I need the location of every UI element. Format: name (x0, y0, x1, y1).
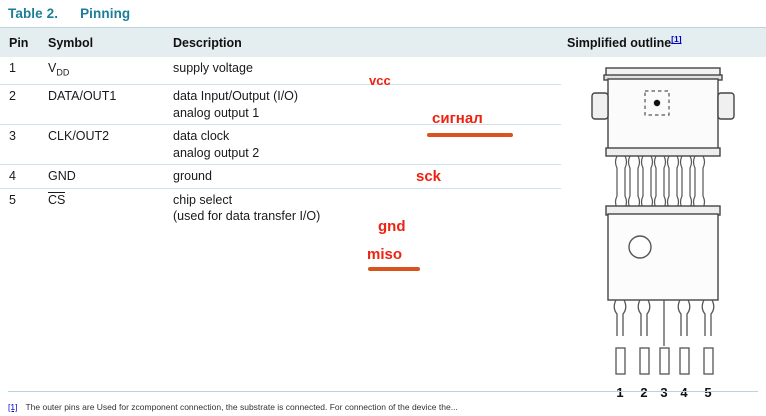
footnote-divider (8, 391, 758, 392)
package-outline-svg: 1 2 3 4 5 (591, 67, 735, 400)
cell-symbol: DATA/OUT1 (42, 84, 167, 125)
annotation-sck: sck (416, 168, 442, 185)
desc-line: ground (173, 169, 212, 183)
table-row: 5 CS chip select (used for data transfer… (0, 188, 766, 228)
desc-line: supply voltage (173, 61, 253, 75)
cell-description: supply voltage (167, 57, 561, 85)
cell-pin: 5 (0, 188, 42, 228)
symbol-overlined-text: CS (48, 191, 66, 207)
cell-symbol: VDD (42, 57, 167, 85)
cell-pin: 1 (0, 57, 42, 85)
column-header-outline-label: Simplified outline (567, 36, 672, 51)
desc-line: analog output 1 (173, 105, 260, 120)
column-header-symbol: Symbol (42, 27, 167, 57)
annotation-miso: miso (367, 246, 403, 263)
table-header-row: Pin Symbol Description Simplified outlin… (0, 27, 766, 57)
pinning-table: Pin Symbol Description Simplified outlin… (0, 27, 766, 228)
column-header-description: Description (167, 27, 561, 57)
column-header-pin: Pin (0, 27, 42, 57)
pin-label-3: 3 (660, 385, 667, 400)
column-header-outline: Simplified outline[1] (561, 27, 766, 57)
cell-pin: 2 (0, 84, 42, 125)
annotation-gnd: gnd (378, 218, 406, 235)
footnote-text: The outer pins are Used for zcomponent c… (25, 402, 458, 412)
footnote-mark[interactable]: [1] (8, 402, 18, 412)
annotation-underline-сигнал (427, 133, 513, 137)
pin-label-2: 2 (640, 385, 647, 400)
annotation-сигнал: сигнал (432, 110, 483, 127)
table-caption-text: Pinning (80, 6, 131, 21)
simplified-outline-drawing: 1 2 3 4 5 (560, 60, 766, 405)
footnote-ref-link[interactable]: [1] (671, 34, 682, 45)
desc-line: chip select (173, 192, 233, 207)
cell-description: data clock analog output 2 (167, 124, 561, 165)
symbol-subscript: DD (56, 67, 70, 78)
cell-pin: 3 (0, 124, 42, 165)
annotation-vcc: vcc (369, 73, 391, 88)
desc-line: data clock (173, 129, 230, 143)
desc-line: data Input/Output (I/O) (173, 89, 299, 103)
cell-description: chip select (used for data transfer I/O) (167, 188, 561, 228)
pin-label-1: 1 (616, 385, 623, 400)
desc-line: analog output 2 (173, 145, 260, 160)
cell-symbol: CS (42, 188, 167, 228)
cell-description: data Input/Output (I/O) analog output 1 (167, 84, 561, 125)
table-caption: Table 2. Pinning (8, 6, 130, 21)
cell-pin: 4 (0, 164, 42, 189)
table-row: 2 DATA/OUT1 data Input/Output (I/O) anal… (0, 84, 766, 125)
desc-line: (used for data transfer I/O) (173, 209, 321, 223)
table-row: 4 GND ground (0, 164, 766, 189)
cell-symbol: GND (42, 164, 167, 189)
symbol-text: V (48, 61, 57, 75)
pin-number-labels: 1 2 3 4 5 (616, 385, 711, 400)
pin-label-4: 4 (680, 385, 688, 400)
table-row: 3 CLK/OUT2 data clock analog output 2 (0, 124, 766, 165)
table-caption-number: Table 2. (8, 6, 59, 21)
pin-label-5: 5 (704, 385, 711, 400)
footnote: [1] The outer pins are Used for zcomponen… (8, 402, 758, 413)
annotation-underline-miso (368, 267, 420, 271)
cell-symbol: CLK/OUT2 (42, 124, 167, 165)
cell-description: ground (167, 164, 561, 189)
